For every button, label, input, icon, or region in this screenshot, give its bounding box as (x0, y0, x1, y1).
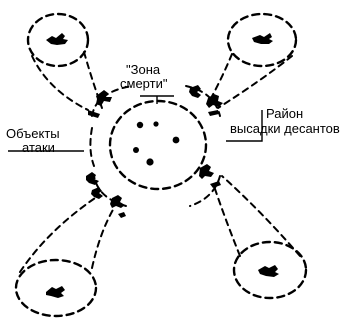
death-zone-circle (108, 99, 208, 191)
death-zone-label-line1: "Зона (126, 62, 161, 77)
aircraft-top-right (206, 94, 223, 116)
aircraft-bottom-left (110, 195, 126, 218)
attack-objects-label-line1: Объекты (6, 126, 60, 141)
corner-zone-bottom-left (14, 195, 115, 318)
landing-area-label-line2: высадки десантов (230, 121, 340, 136)
death-zone-label-line2: смерти" (120, 76, 168, 91)
corner-zone-bottom-right (213, 175, 308, 300)
aircraft-bottom-right (199, 164, 221, 188)
corner-zone-top-right (209, 12, 298, 109)
attack-objects-label-line2: атаки (22, 140, 55, 155)
leader-lines (8, 95, 263, 152)
aircraft-top-left (88, 90, 112, 118)
corner-zone-top-left (26, 12, 103, 111)
aircraft-top-middle (189, 85, 201, 98)
aircraft-left-middle (86, 172, 103, 199)
landing-area-label-line1: Район (266, 106, 303, 121)
